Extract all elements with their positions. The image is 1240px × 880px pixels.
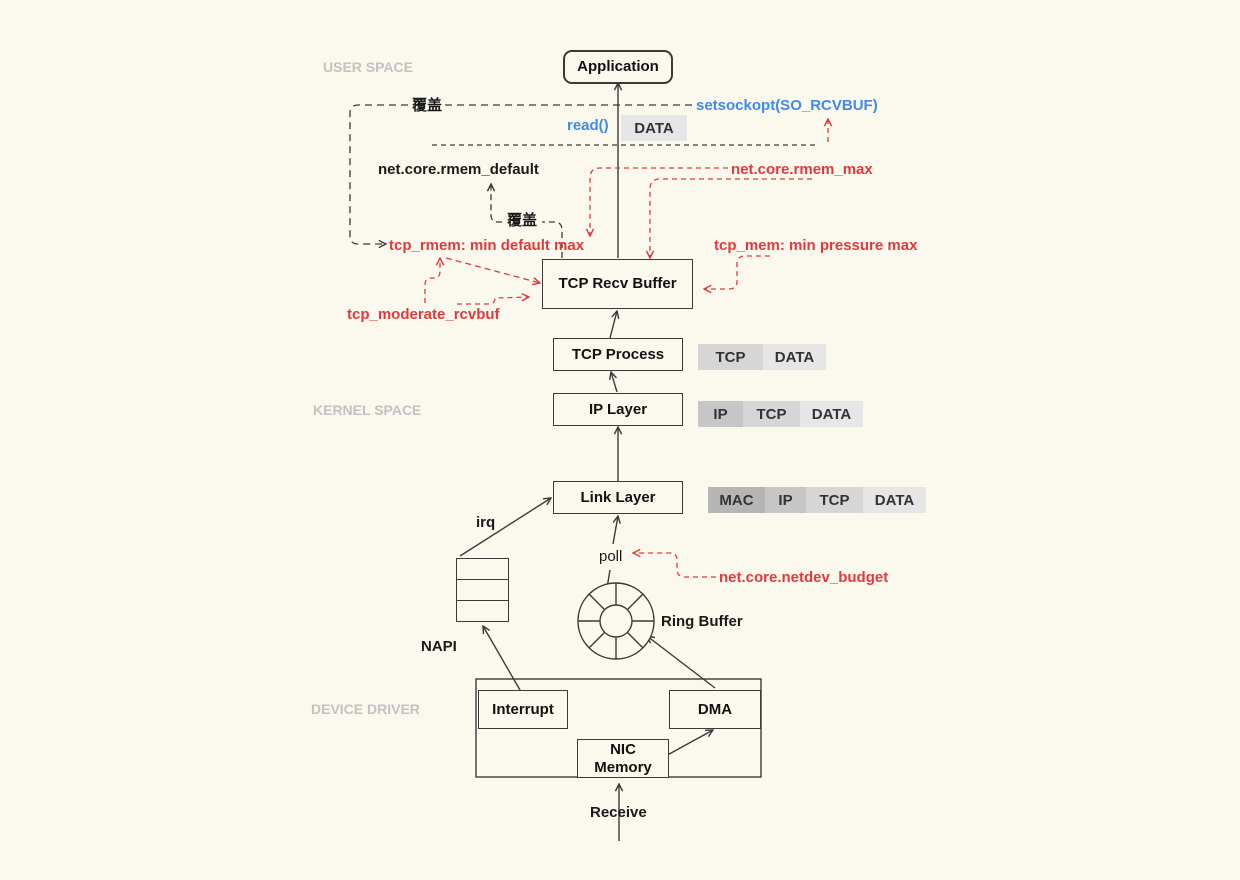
tcp-mem-label: tcp_mem: min pressure max — [714, 237, 918, 254]
arrow-ip-to-process — [611, 372, 618, 393]
rmem-max-label: net.core.rmem_max — [731, 161, 873, 178]
moderate-rcvbuf-to-tcp-rmem — [424, 258, 440, 303]
arrow-dma-to-ring — [647, 636, 716, 689]
rmem-default-label: net.core.rmem_default — [378, 161, 539, 178]
packet-mac-header: MAC — [708, 487, 765, 513]
receive-label: Receive — [590, 804, 647, 821]
interrupt-box: Interrupt — [478, 690, 568, 729]
moderate-rcvbuf-to-tcpbuf — [457, 297, 529, 305]
override-label-mid: 覆盖 — [507, 212, 538, 229]
netdev-budget-label: net.core.netdev_budget — [719, 569, 889, 586]
packet-ip-tcp-header: TCP — [743, 401, 800, 427]
packet-ip-header: IP — [698, 401, 743, 427]
packet-link-data: DATA — [863, 487, 926, 513]
application-box: Application — [563, 50, 673, 84]
packet-ip-data: DATA — [800, 401, 863, 427]
packet-link-ip-header: IP — [765, 487, 806, 513]
packet-tcp-data: DATA — [763, 344, 826, 370]
section-user-space: USER SPACE — [323, 59, 413, 75]
ip-layer-box: IP Layer — [553, 393, 683, 426]
packet-app-data: DATA — [621, 115, 687, 141]
override-label-top: 覆盖 — [412, 97, 443, 114]
packet-tcp-header: TCP — [698, 344, 763, 370]
dma-box: DMA — [669, 690, 761, 729]
ring-buffer-icon — [577, 582, 655, 660]
arrow-interrupt-to-napi — [483, 626, 521, 691]
rmem-max-to-tcpbuf-left — [590, 167, 728, 236]
override-loop-setsockopt-to-tcp-rmem — [349, 104, 692, 244]
arrow-process-to-tcpbuf — [609, 311, 617, 339]
irq-label: irq — [476, 514, 496, 531]
tcp-process-box: TCP Process — [553, 338, 683, 371]
tcp-moderate-rcvbuf-label: tcp_moderate_rcvbuf — [347, 306, 500, 323]
section-kernel-space: KERNEL SPACE — [313, 402, 422, 418]
arrow-poll-to-link — [612, 516, 618, 545]
arrow-nic-to-dma — [661, 730, 713, 759]
tcp-rmem-label: tcp_rmem: min default max — [389, 237, 585, 254]
napi-label: NAPI — [421, 638, 457, 655]
tcp-recv-buffer-box: TCP Recv Buffer — [542, 259, 693, 309]
tcp-mem-to-tcpbuf — [704, 255, 770, 289]
ring-buffer-label: Ring Buffer — [661, 613, 743, 630]
poll-label: poll — [599, 548, 623, 565]
nic-memory-box: NIC Memory — [577, 739, 669, 778]
read-call-label: read() — [567, 117, 609, 134]
packet-link-tcp-header: TCP — [806, 487, 863, 513]
tcp-rmem-to-tcpbuf — [445, 257, 540, 283]
section-device-driver: DEVICE DRIVER — [311, 701, 420, 717]
napi-queue-slot — [456, 600, 509, 622]
napi-queue-slot — [456, 558, 509, 580]
arrow-irq-to-link — [459, 498, 551, 557]
override-tcpbuf-to-rmem-default — [491, 184, 563, 258]
netdev-budget-to-poll — [633, 553, 716, 578]
link-layer-box: Link Layer — [553, 481, 683, 514]
napi-queue-slot — [456, 579, 509, 601]
setsockopt-label: setsockopt(SO_RCVBUF) — [696, 97, 878, 114]
